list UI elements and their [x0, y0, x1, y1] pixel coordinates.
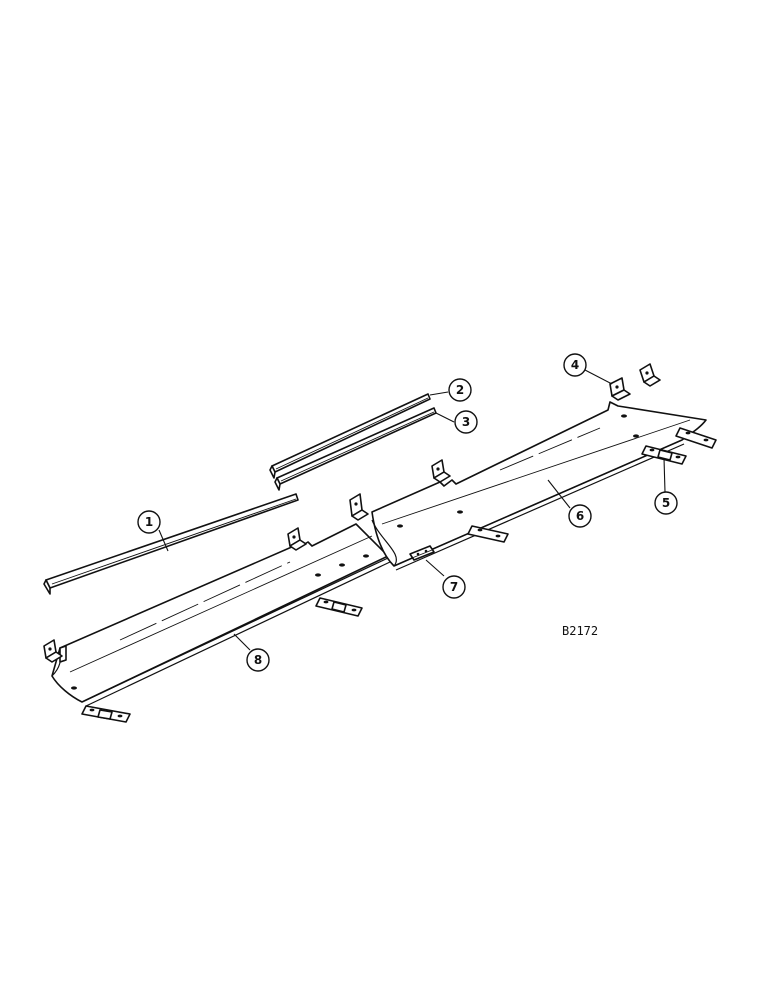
bracket-joint — [349, 493, 369, 521]
callout-number: 5 — [662, 496, 670, 510]
callout-3: 3 — [454, 410, 478, 434]
bracket-mid-right — [431, 459, 451, 483]
strap-left-end — [81, 705, 131, 723]
callout-4: 4 — [563, 353, 587, 377]
strap-5 — [641, 445, 687, 465]
figure-code: B2172 — [562, 624, 598, 638]
callout-1: 1 — [137, 510, 161, 534]
callout-number: 1 — [145, 515, 153, 529]
callout-number: 8 — [254, 653, 262, 667]
bracket-left-end — [43, 639, 63, 663]
strap-mid — [467, 525, 509, 543]
callout-6: 6 — [568, 504, 592, 528]
angle-strip-3 — [274, 407, 437, 491]
strap-left-mid — [315, 597, 363, 617]
callout-number: 6 — [576, 509, 584, 523]
strap-right-end — [675, 427, 717, 449]
callout-5: 5 — [654, 491, 678, 515]
bracket-mid-left — [287, 527, 307, 551]
joint-bracket-7 — [409, 545, 435, 561]
leader-lines — [158, 369, 666, 651]
callout-2: 2 — [448, 378, 472, 402]
bracket-4 — [609, 377, 631, 401]
callout-8: 8 — [246, 648, 270, 672]
trough-panel-6 — [371, 401, 707, 571]
trough-panel-8 — [51, 523, 391, 707]
callout-7: 7 — [442, 575, 466, 599]
bracket-top-right — [639, 363, 661, 387]
angle-strip-2 — [269, 393, 431, 479]
callout-number: 4 — [571, 358, 579, 372]
callout-number: 3 — [462, 415, 470, 429]
callout-number: 2 — [456, 383, 464, 397]
angle-strip-1 — [43, 493, 299, 595]
callout-number: 7 — [450, 580, 458, 594]
